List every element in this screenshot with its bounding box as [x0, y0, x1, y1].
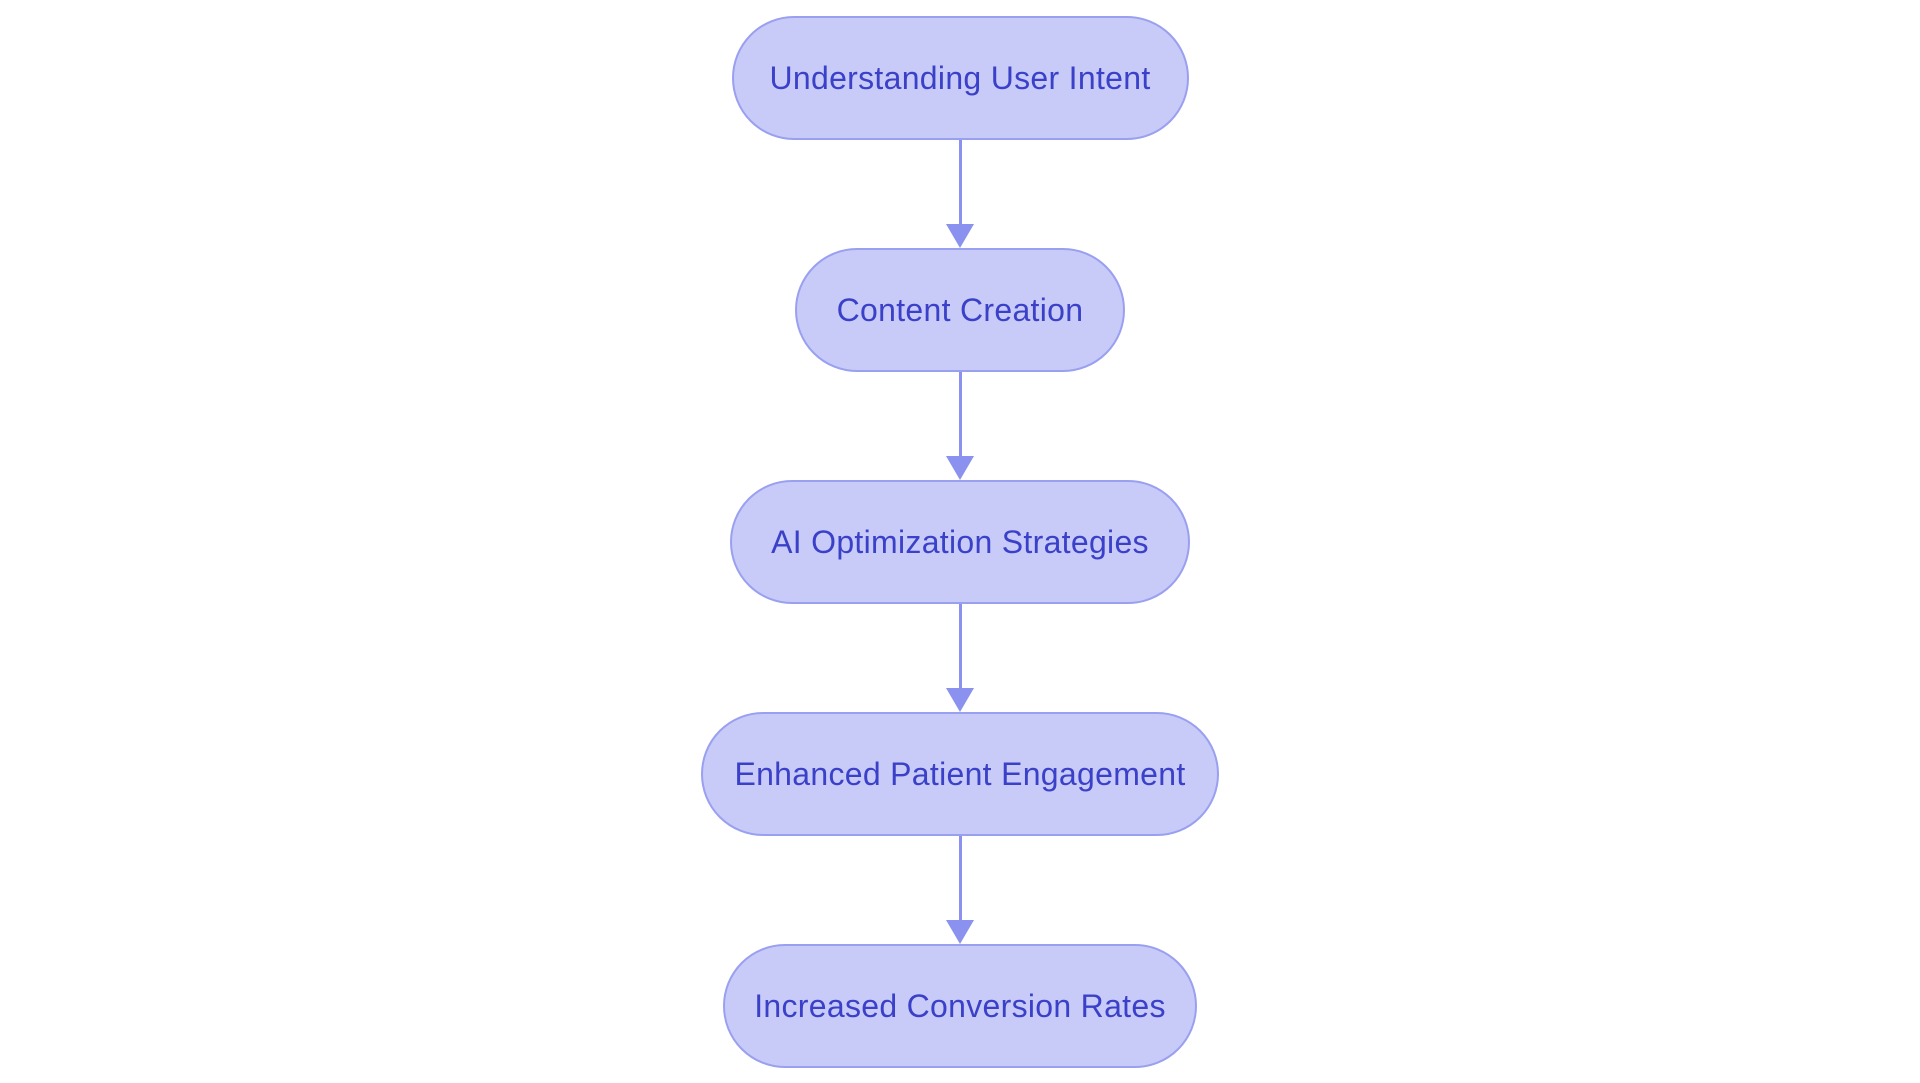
flow-arrow-4 — [946, 836, 974, 944]
arrow-line — [958, 140, 962, 224]
flow-node-ai-optimization-strategies: AI Optimization Strategies — [730, 480, 1190, 604]
flow-node-label: Content Creation — [836, 291, 1084, 328]
flow-node-label: Enhanced Patient Engagement — [734, 755, 1186, 792]
arrow-line — [958, 372, 962, 456]
flow-node-understanding-user-intent: Understanding User Intent — [731, 16, 1189, 140]
arrow-head-icon — [946, 456, 974, 480]
arrow-line — [958, 836, 962, 920]
flow-node-label: AI Optimization Strategies — [771, 523, 1149, 560]
flow-node-enhanced-patient-engagement: Enhanced Patient Engagement — [701, 712, 1219, 836]
flow-node-label: Understanding User Intent — [769, 59, 1151, 96]
flow-node-label: Increased Conversion Rates — [754, 987, 1166, 1024]
flow-node-increased-conversion-rates: Increased Conversion Rates — [723, 944, 1197, 1068]
flow-arrow-2 — [946, 372, 974, 480]
flow-arrow-3 — [946, 604, 974, 712]
arrow-head-icon — [946, 224, 974, 248]
arrow-head-icon — [946, 688, 974, 712]
flow-node-content-creation: Content Creation — [795, 248, 1125, 372]
flow-arrow-1 — [946, 140, 974, 248]
arrow-line — [958, 604, 962, 688]
arrow-head-icon — [946, 920, 974, 944]
